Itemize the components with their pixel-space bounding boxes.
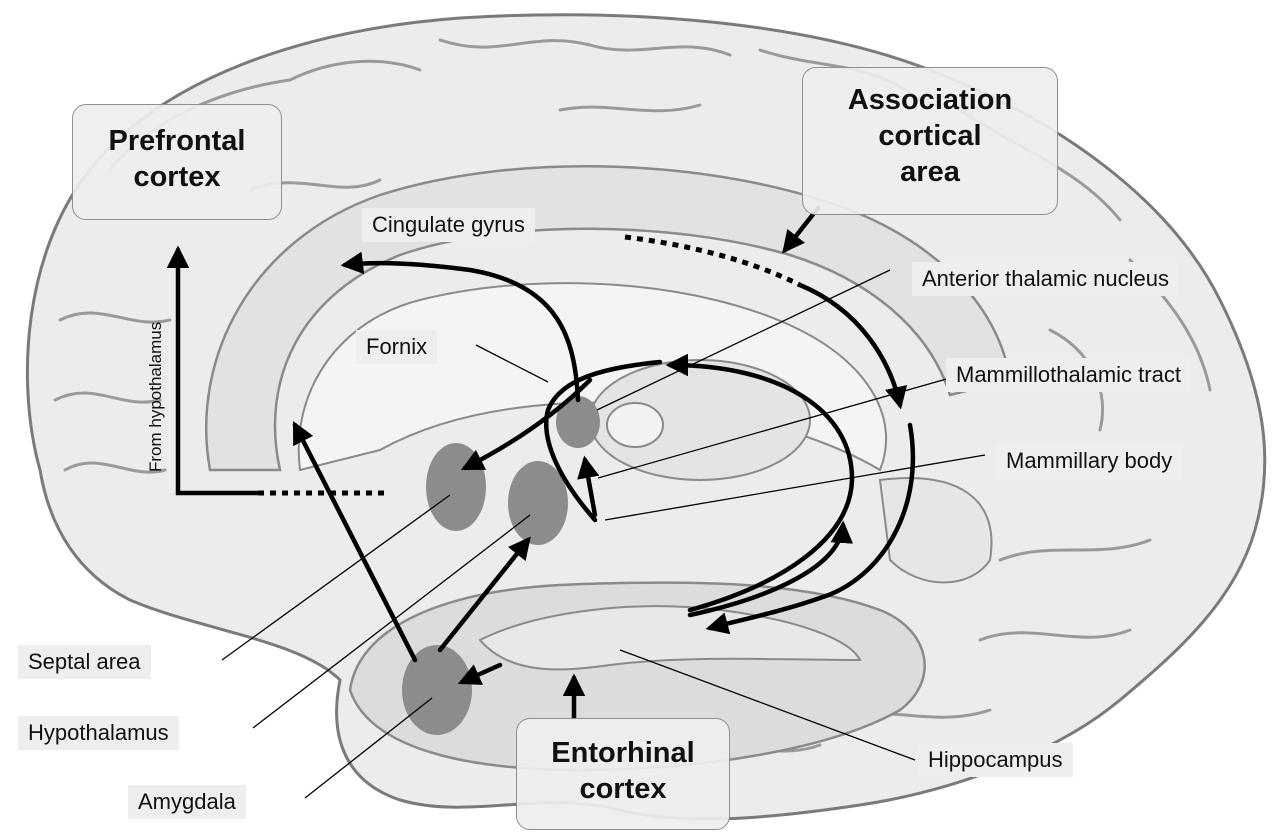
prefrontal-cortex-line-2: cortex <box>133 161 221 193</box>
fornix-label: Fornix <box>356 330 438 364</box>
fornix-to-septal <box>460 377 593 471</box>
entorhinal-line-2: cortex <box>579 773 667 805</box>
dotted-connections <box>258 234 802 496</box>
amygdala-to-prefrontal <box>292 420 418 663</box>
anterior-thalamic-nucleus-label: Anterior thalamic nucleus <box>912 262 1180 296</box>
cingulate-arrow <box>340 251 581 403</box>
hippocampus-label: Hippocampus <box>918 743 1073 777</box>
hippocampus-body <box>478 605 862 671</box>
entorhinal-line-1: Entorhinal <box>551 737 695 769</box>
pointer-lines <box>221 269 986 799</box>
hippocampus-to-amygdala <box>457 662 503 685</box>
amygdala-to-hypothalamus <box>437 536 531 653</box>
mammillothalamic-tract-label: Mammillothalamic tract <box>946 358 1191 392</box>
mammillary-body-label: Mammillary body <box>996 444 1183 478</box>
association-line-1: Association <box>847 84 1013 116</box>
hypothalamus-label: Hypothalamus <box>18 716 179 750</box>
thalamus-inner <box>606 402 664 448</box>
mammillary-loop <box>687 520 853 618</box>
association-entry-arrow <box>782 205 821 254</box>
prefrontal-cortex-box: Prefrontal cortex <box>72 104 282 220</box>
anterior-thalamic-nucleus-oval <box>556 396 600 448</box>
from-hypothalamus-arrow <box>166 245 261 496</box>
amygdala-label: Amygdala <box>128 785 246 819</box>
mammillothalamic-arrow <box>577 455 600 518</box>
from-hypothalamus-label: From hypothalamus <box>146 321 165 472</box>
association-line-3: area <box>900 156 960 188</box>
amygdala-nucleus <box>402 645 472 735</box>
septal-area-label: Septal area <box>18 645 151 679</box>
fornix-descending <box>544 359 663 523</box>
association-cortical-area-box: Association cortical area <box>802 67 1058 215</box>
association-line-2: cortical <box>878 120 982 152</box>
association-to-hippocampus-arrow <box>797 282 908 410</box>
prefrontal-cortex-line-1: Prefrontal <box>108 125 246 157</box>
hippocampus-loop <box>705 422 916 635</box>
circuit-arrows <box>166 205 916 721</box>
hypothalamus-nucleus <box>508 461 568 545</box>
cingulate-gyrus-label: Cingulate gyrus <box>362 208 535 242</box>
entorhinal-cortex-box: Entorhinal cortex <box>516 718 730 830</box>
septal-area-nucleus <box>426 443 486 531</box>
fornix-arc <box>665 353 855 613</box>
